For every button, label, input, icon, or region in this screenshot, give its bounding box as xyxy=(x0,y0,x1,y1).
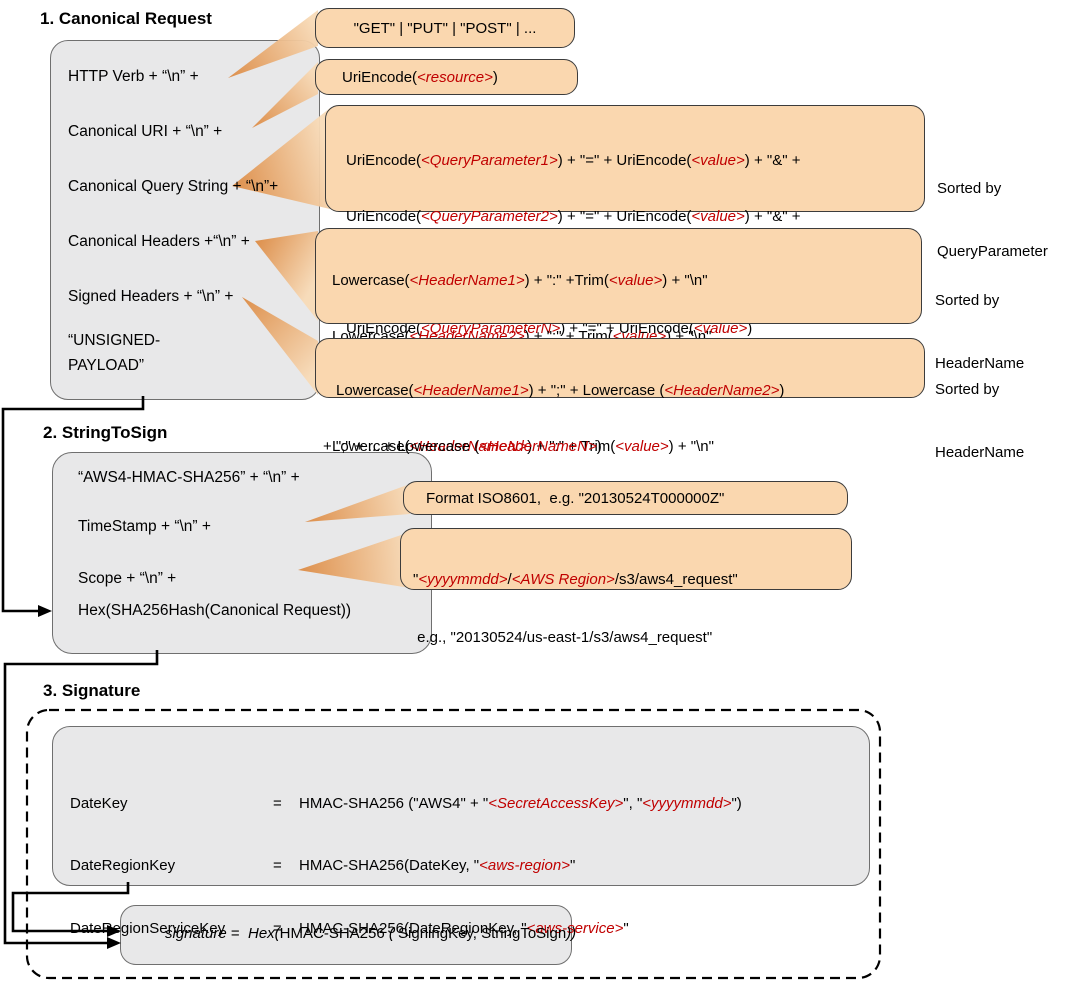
stringtosign-title: 2. StringToSign xyxy=(43,423,168,442)
signed-headers-line-1: Lowercase(<HeaderName1>) + ";" + Lowerca… xyxy=(336,382,785,399)
line-signed-headers: Signed Headers + “\n” + xyxy=(68,288,234,305)
label-sorted-by-headername-1: Sorted by HeaderName xyxy=(935,292,1025,372)
flow-arrow-into-stringtosign xyxy=(38,605,52,617)
callout-query-string: UriEncode(<QueryParameter1>) + "=" + Uri… xyxy=(325,105,925,337)
line-canonical-uri: Canonical URI + “\n” + xyxy=(68,123,223,140)
line-timestamp: TimeStamp + “\n” + xyxy=(78,518,211,535)
callout-canonical-headers: Lowercase(<HeaderName1>) + ":" +Trim(<va… xyxy=(315,228,922,455)
signature-title: 3. Signature xyxy=(43,681,141,700)
callout-scope: "<yyyymmdd>/<AWS Region>/s3/aws4_request… xyxy=(400,528,852,646)
scope-example-line: e.g., "20130524/us-east-1/s3/aws4_reques… xyxy=(413,629,713,646)
line-unsigned-payload-1: “UNSIGNED- xyxy=(68,332,161,349)
row-datekey: DateKey=HMAC-SHA256 ("AWS4" + "<SecretAc… xyxy=(70,794,742,812)
signature-result-line: signature = Hex(HMAC-SHA256 ( SigningKey… xyxy=(165,925,577,942)
headers-line-n: Lowercase(<HeaderNameN>) + ":" + Trim(<v… xyxy=(332,438,714,455)
callout-http-verb: "GET" | "PUT" | "POST" | ... xyxy=(315,8,575,48)
signature-key-derivation: DateKey=HMAC-SHA256 ("AWS4" + "<SecretAc… xyxy=(70,757,742,982)
line-aws4-hmac-sha256: “AWS4-HMAC-SHA256” + “\n” + xyxy=(78,469,300,486)
line-canonical-headers: Canonical Headers +“\n” + xyxy=(68,233,250,250)
label-sorted-by-headername-2: Sorted by HeaderName xyxy=(935,381,1025,461)
label-sorted-by-queryparameter: Sorted by QueryParameter xyxy=(937,180,1048,260)
signed-headers-line-2: + ";" + ... + Lowercase (<HeaderNameN>) xyxy=(323,438,602,455)
line-canonical-query-string: Canonical Query String + “\n”+ xyxy=(68,178,279,195)
callout-canonical-uri: UriEncode(<resource>) xyxy=(315,59,578,95)
query-line-2: UriEncode(<QueryParameter2>) + "=" + Uri… xyxy=(346,208,801,225)
line-unsigned-payload-2: PAYLOAD” xyxy=(68,357,145,374)
line-hex-sha256hash: Hex(SHA256Hash(Canonical Request)) xyxy=(78,602,352,619)
query-line-n: UriEncode(<QueryParameterN>) + "=" + Uri… xyxy=(346,320,753,337)
query-line-1: UriEncode(<QueryParameter1>) + "=" + Uri… xyxy=(346,152,801,169)
line-scope: Scope + “\n” + xyxy=(78,570,177,587)
callout-signed-headers: Lowercase(<HeaderName1>) + ";" + Lowerca… xyxy=(315,338,925,455)
canonical-request-title: 1. Canonical Request xyxy=(40,9,212,28)
callout-iso8601: Format ISO8601, e.g. "20130524T000000Z" xyxy=(403,481,848,515)
headers-line-1: Lowercase(<HeaderName1>) + ":" +Trim(<va… xyxy=(332,272,708,289)
scope-format-line: "<yyyymmdd>/<AWS Region>/s3/aws4_request… xyxy=(413,571,738,588)
row-dateregionkey: DateRegionKey=HMAC-SHA256(DateKey, "<aws… xyxy=(70,857,576,874)
line-http-verb: HTTP Verb + “\n” + xyxy=(68,68,199,85)
